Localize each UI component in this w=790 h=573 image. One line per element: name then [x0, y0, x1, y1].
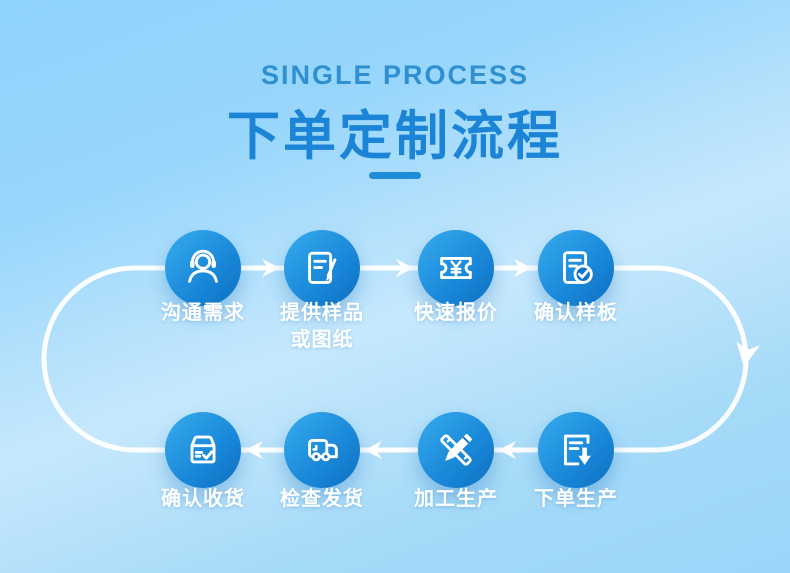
step-label: 提供样品 或图纸 — [280, 302, 364, 351]
step-communicate-needs — [165, 230, 241, 306]
loop-arrowhead-icon — [736, 341, 760, 367]
delivery-truck-icon — [308, 438, 338, 462]
step-quick-quote — [418, 230, 494, 306]
title-divider — [369, 172, 421, 179]
step-label: 沟通需求 — [161, 302, 245, 324]
order-arrow-down-icon — [564, 434, 591, 466]
headset-agent-icon — [188, 249, 218, 283]
step-processing-production — [418, 412, 494, 488]
pencil-ruler-icon — [440, 434, 472, 466]
step-confirm-receipt — [165, 412, 241, 488]
price-ticket-icon — [440, 256, 472, 280]
page-title: 下单定制流程 — [227, 107, 563, 166]
step-place-order — [538, 412, 614, 488]
step-provide-samples — [284, 230, 360, 306]
step-label: 快速报价 — [414, 302, 498, 324]
document-check-icon — [563, 251, 593, 284]
step-label: 下单生产 — [534, 488, 618, 510]
arrow-right-head-icon — [262, 259, 532, 277]
arrow-left-head-icon — [245, 441, 516, 459]
step-label: 加工生产 — [414, 488, 498, 510]
step-label: 确认样板 — [534, 302, 618, 324]
page-subtitle: SINGLE PROCESS — [260, 60, 530, 90]
step-check-shipment — [284, 412, 360, 488]
flow-loop-path — [41, 265, 749, 453]
document-pencil-icon — [308, 251, 337, 284]
step-label: 确认收货 — [161, 488, 245, 510]
step-label: 检查发货 — [280, 488, 364, 510]
package-check-icon — [190, 435, 216, 464]
step-confirm-sample — [538, 230, 614, 306]
